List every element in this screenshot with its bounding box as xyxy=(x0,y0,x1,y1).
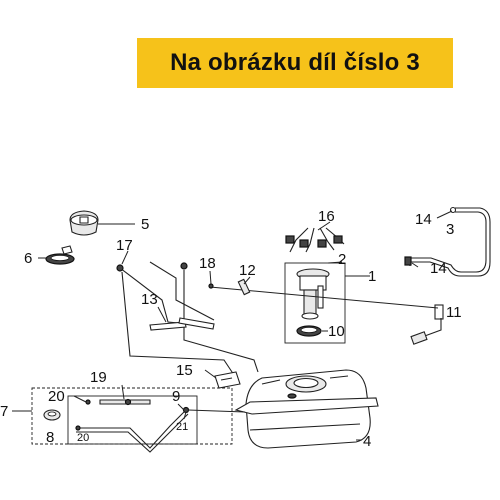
callout-2: 2 xyxy=(338,251,346,268)
callout-9: 9 xyxy=(172,388,180,405)
fuel-sender-part xyxy=(410,304,444,345)
callout-15: 15 xyxy=(176,362,193,379)
leader-20a xyxy=(73,395,87,403)
clip-part xyxy=(85,399,91,405)
callout-19: 19 xyxy=(90,369,107,386)
callout-10: 10 xyxy=(328,323,345,340)
filler-pipe-part xyxy=(75,406,190,453)
leader-12 xyxy=(243,276,251,285)
hose-clip-part xyxy=(237,278,251,296)
callout-20-bottom: 20 xyxy=(77,432,89,444)
leader-19 xyxy=(121,384,125,400)
leader-15 xyxy=(204,369,217,379)
callout-3: 3 xyxy=(446,221,454,238)
callout-17: 17 xyxy=(116,237,133,254)
callout-4: 4 xyxy=(363,433,371,450)
leader-14a xyxy=(436,210,453,219)
callout-21: 21 xyxy=(176,421,188,433)
banner-text: Na obrázku díl číslo 3 xyxy=(170,49,420,76)
leader-14b xyxy=(411,262,419,268)
filler-neck-part xyxy=(43,409,61,421)
part-number-banner: Na obrázku díl číslo 3 xyxy=(137,38,453,88)
callout-6: 6 xyxy=(24,250,32,267)
callout-20-top: 20 xyxy=(48,388,65,405)
fuel-pump-part xyxy=(296,268,330,320)
leader-sub-to-tank xyxy=(187,409,246,413)
callout-12: 12 xyxy=(239,262,256,279)
callout-1: 1 xyxy=(368,268,376,285)
leader-9 xyxy=(177,403,185,411)
callout-16: 16 xyxy=(318,208,335,225)
filler-rod-part xyxy=(99,398,151,406)
fuel-pump-frame xyxy=(284,262,346,344)
callout-18: 18 xyxy=(199,255,216,272)
leader-16 xyxy=(317,221,331,231)
pump-seal-ring-part xyxy=(296,325,322,337)
callout-5: 5 xyxy=(141,216,149,233)
leader-2 xyxy=(327,261,343,264)
bolt-part xyxy=(208,283,214,289)
hose-sleeve-part xyxy=(149,317,215,331)
leader-21 xyxy=(183,411,187,420)
callout-8: 8 xyxy=(46,429,54,446)
callout-11: 11 xyxy=(446,304,462,321)
leader-18 xyxy=(209,270,212,285)
leader-13 xyxy=(157,306,167,323)
tank-label-part xyxy=(214,371,241,389)
callout-14-bottom: 14 xyxy=(430,260,447,277)
fuel-hose-part xyxy=(404,206,491,277)
wiring-harness-part xyxy=(285,227,345,253)
fuel-tank-part xyxy=(234,369,379,449)
leader-17 xyxy=(121,250,129,265)
callout-13: 13 xyxy=(141,291,158,308)
callout-7: 7 xyxy=(0,403,8,420)
callout-14-top: 14 xyxy=(415,211,432,228)
fuel-cap-part xyxy=(69,210,99,236)
filler-pipe-inner-frame xyxy=(67,395,198,445)
cap-gasket-part xyxy=(45,245,75,265)
